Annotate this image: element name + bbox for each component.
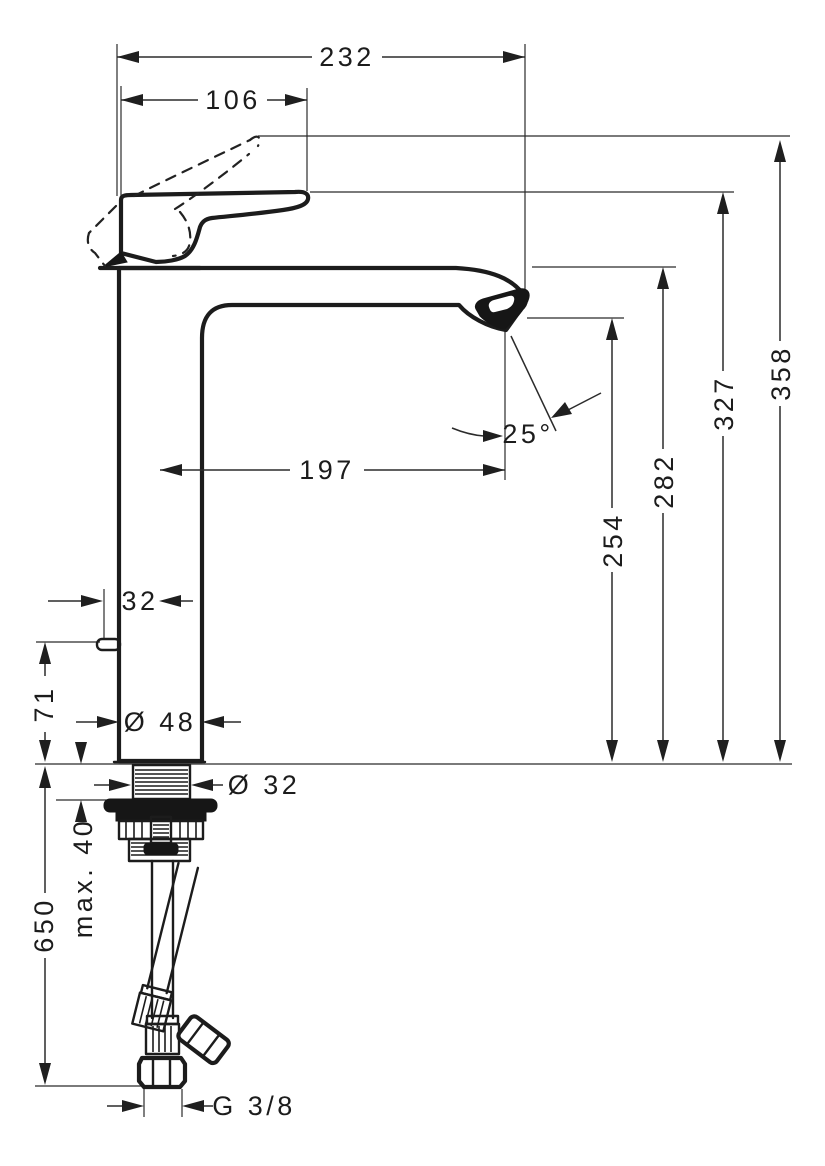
dim-shank-diameter (94, 779, 223, 791)
dim-body-diameter (76, 716, 241, 728)
hose-end-nut (176, 1014, 231, 1066)
label-hose-length: 650 (29, 897, 59, 953)
hose-straight (136, 859, 188, 1090)
hose-end-nut (136, 1055, 188, 1090)
label-spray-angle: 25° (502, 419, 553, 449)
dim-overall-height (774, 140, 786, 762)
supply-hoses (131, 859, 231, 1090)
dim-outlet-height (606, 318, 618, 762)
dim-handle-projection (121, 94, 307, 106)
pull-rod-foot (143, 842, 179, 856)
label-center-offset: 32 (121, 586, 158, 616)
label-connection-thread: G 3/8 (212, 1091, 296, 1121)
hose-angled (131, 861, 231, 1066)
aerator-slot (488, 295, 515, 313)
mounting-hardware (103, 763, 218, 863)
dim-spout-top-height (657, 267, 669, 762)
dim-connection-thread (107, 1100, 213, 1112)
dim-center-offset (48, 595, 193, 607)
handle-lever (118, 189, 311, 265)
faucet-silhouette (116, 265, 528, 764)
label-shank-diameter: Ø 32 (228, 770, 301, 800)
dim-hose-length (39, 766, 51, 1085)
dimension-labels: 232 106 197 25° 32 Ø 48 Ø 32 G 3/8 71 ma… (29, 42, 796, 1121)
dimension-lines (39, 51, 786, 1112)
dim-lever-clearance (39, 642, 51, 762)
label-overall-depth: 232 (319, 42, 375, 72)
label-lever-clearance: 71 (29, 685, 59, 722)
base-flange (103, 798, 218, 813)
lower-thread-block (127, 837, 192, 863)
label-handle-projection: 106 (205, 85, 261, 115)
label-max-mounting-thickness: max. 40 (68, 818, 98, 939)
dim-max-mounting-thickness (75, 742, 87, 822)
label-overall-height: 358 (766, 345, 796, 401)
handle-back-tip (102, 251, 128, 268)
dim-spout-reach (160, 464, 505, 476)
label-spout-top-height: 282 (649, 453, 679, 509)
label-body-diameter: Ø 48 (124, 707, 197, 737)
label-outlet-height: 254 (598, 512, 628, 568)
shank-threads (135, 769, 188, 795)
faucet-body (86, 135, 530, 764)
handle-raised-dashed-outline (86, 135, 261, 268)
label-handle-top-height: 327 (709, 375, 739, 431)
dim-overall-depth (117, 51, 525, 63)
label-spout-reach: 197 (299, 455, 355, 485)
dim-spray-angle (451, 335, 602, 442)
nut-hatch (125, 821, 197, 839)
side-tab (95, 637, 122, 652)
dim-handle-top-height (717, 192, 729, 762)
